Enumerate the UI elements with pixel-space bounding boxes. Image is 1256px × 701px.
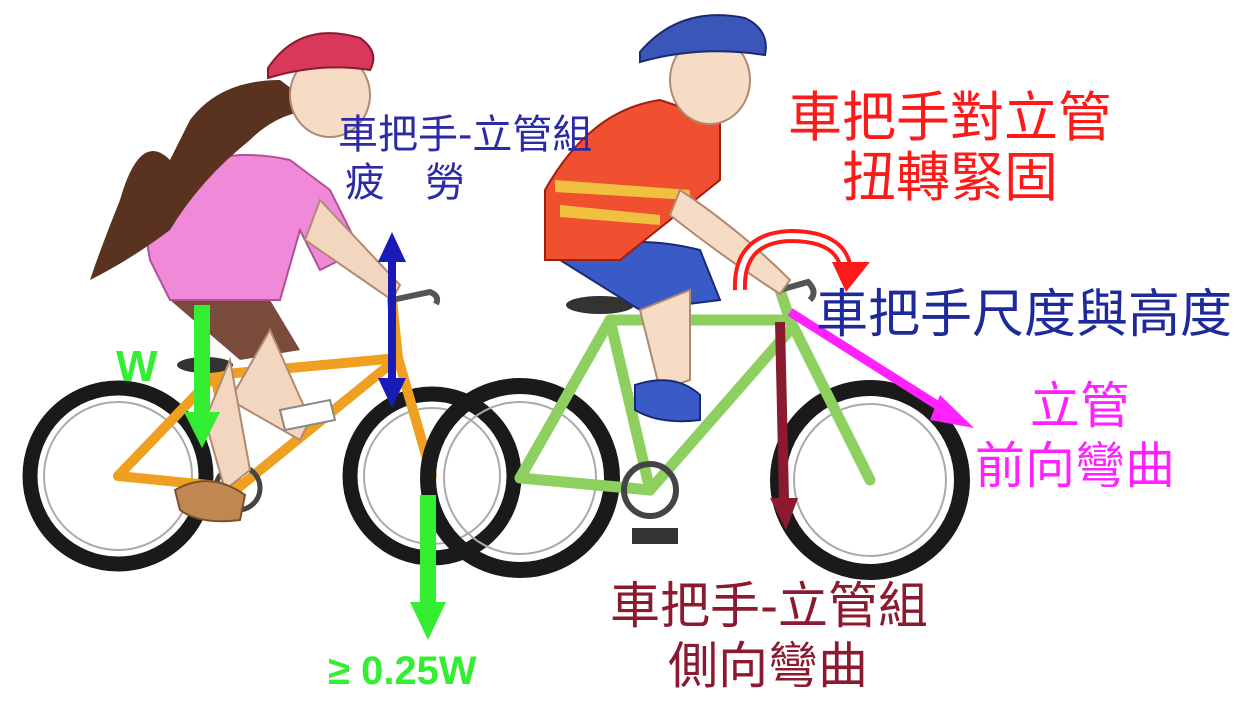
fatigue-label-line1: 車把手-立管組 — [338, 112, 593, 158]
torque-label-line1: 車把手對立管 — [788, 86, 1112, 149]
lateral-bending-label-line2: 側向彎曲 — [668, 637, 868, 695]
dimension-label: 車把手尺度與高度 — [816, 285, 1233, 345]
lateral-bending-label-line1: 車把手-立管組 — [610, 577, 929, 635]
load-label: ≥ 0.25W — [328, 649, 477, 693]
boy-cyclist-illustration — [420, 14, 970, 580]
fatigue-label-line2: 疲 勞 — [345, 160, 465, 206]
lateral-bending-arrow — [770, 321, 798, 530]
stem-bending-label-line1: 立管 — [1030, 377, 1130, 435]
torsion-curved-arrow — [732, 228, 870, 292]
weight-label: W — [116, 342, 158, 391]
weight-arrow — [184, 305, 220, 448]
fatigue-double-arrow — [378, 232, 406, 408]
stem-forward-bending-arrow — [787, 308, 974, 428]
load-arrow — [410, 495, 446, 640]
stem-bending-label-line2: 前向彎曲 — [975, 437, 1175, 495]
torque-label-line2: 扭轉緊固 — [842, 146, 1058, 209]
